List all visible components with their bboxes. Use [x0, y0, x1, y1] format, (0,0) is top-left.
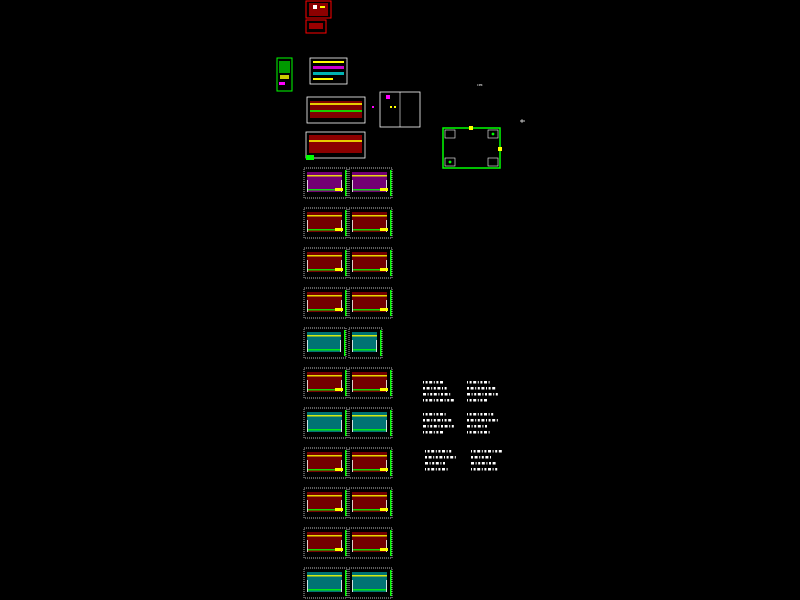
- drawing-sheet-icon[interactable]: [348, 327, 383, 359]
- schedule-text-line: [423, 399, 454, 402]
- schedule-text-line: [471, 462, 496, 465]
- drawing-sheet-icon[interactable]: [303, 207, 348, 239]
- title-sheet[interactable]: [305, 0, 332, 34]
- drawing-sheet-icon[interactable]: [348, 247, 393, 279]
- drawing-sheet-icon[interactable]: [348, 407, 393, 439]
- drawing-sheet-icon[interactable]: [303, 487, 348, 519]
- schedule-text-line: [467, 393, 498, 396]
- schedule-text-line: [423, 381, 443, 384]
- drawing-sheet-icon[interactable]: [303, 567, 348, 599]
- sheet-row-6[interactable]: [303, 367, 393, 399]
- notes-sheet[interactable]: [309, 57, 348, 85]
- floor-plan-sheet-a[interactable]: [306, 96, 366, 124]
- schedule-text-blocks: [423, 381, 502, 471]
- schedule-text-line: [467, 387, 496, 390]
- section-sheet[interactable]: [372, 91, 421, 128]
- sheet-row-10[interactable]: [303, 527, 393, 559]
- drawing-sheet-icon[interactable]: [348, 527, 393, 559]
- schedule-text-line: [425, 456, 456, 459]
- schedule-text-line: [423, 419, 452, 422]
- schedule-text-line: [425, 468, 448, 471]
- detail-frame[interactable]: [442, 126, 502, 169]
- drawing-sheet-icon[interactable]: [303, 527, 348, 559]
- schedule-text-line: [467, 381, 490, 384]
- sheet-row-2[interactable]: [303, 207, 393, 239]
- schedule-text-line: [467, 399, 487, 402]
- sheet-row-8[interactable]: [303, 447, 393, 479]
- sheet-row-3[interactable]: [303, 247, 393, 279]
- drawing-sheet-icon[interactable]: [348, 367, 393, 399]
- schedule-text-line: [467, 413, 494, 416]
- drawing-sheet-icon[interactable]: [348, 287, 393, 319]
- drawing-sheet-icon[interactable]: [303, 407, 348, 439]
- schedule-text-line: [471, 468, 498, 471]
- schedule-text-line: [467, 425, 487, 428]
- sheet-row-7[interactable]: [303, 407, 393, 439]
- floor-plan-sheet-b[interactable]: [305, 131, 366, 160]
- legend-sheet[interactable]: [276, 57, 293, 92]
- drawing-sheet-icon[interactable]: [303, 287, 348, 319]
- schedule-text-line: [423, 393, 451, 396]
- drawing-sheet-icon[interactable]: [303, 327, 347, 359]
- sheet-column: [303, 167, 393, 599]
- sheet-row-9[interactable]: [303, 487, 393, 519]
- schedule-text-line: [423, 425, 454, 428]
- sheet-row-11[interactable]: [303, 567, 393, 599]
- drawing-sheet-icon[interactable]: [303, 447, 348, 479]
- sheet-row-4[interactable]: [303, 287, 393, 319]
- drawing-sheet-icon[interactable]: [348, 567, 393, 599]
- schedule-text-line: [425, 462, 445, 465]
- schedule-text-line: [471, 456, 491, 459]
- schedule-text-line: [467, 419, 498, 422]
- ucs-icon: [520, 119, 525, 123]
- drawing-sheet-icon[interactable]: [348, 167, 393, 199]
- schedule-text-line: [423, 387, 447, 390]
- schedule-text-line: [467, 431, 490, 434]
- cursor-label: CPR: [477, 83, 483, 87]
- schedule-text-line: [425, 450, 452, 453]
- sheet-row-1[interactable]: [303, 167, 393, 199]
- schedule-text-line: [423, 431, 443, 434]
- sheet-row-5[interactable]: [303, 327, 383, 359]
- drawing-sheet-icon[interactable]: [303, 367, 348, 399]
- drawing-sheet-icon[interactable]: [348, 207, 393, 239]
- drawing-sheet-icon[interactable]: [303, 247, 348, 279]
- drawing-sheet-icon[interactable]: [303, 167, 348, 199]
- drawing-sheet-icon[interactable]: [348, 487, 393, 519]
- drawing-sheet-icon[interactable]: [348, 447, 393, 479]
- schedule-text-line: [471, 450, 502, 453]
- schedule-text-line: [423, 413, 446, 416]
